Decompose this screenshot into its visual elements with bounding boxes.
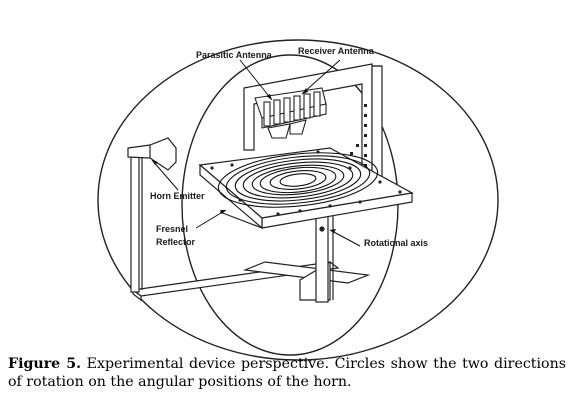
caption-figure-number: Figure 5. xyxy=(8,356,82,372)
label-fresnel-line1: Fresnel xyxy=(156,224,188,234)
outer-rotation-circle xyxy=(97,39,499,361)
antenna-elements xyxy=(263,91,321,127)
label-arrows xyxy=(151,59,361,247)
antenna-array xyxy=(254,87,327,139)
horn-post xyxy=(127,137,177,293)
platform-bolts xyxy=(210,150,402,216)
label-fresnel-line2: Reflector xyxy=(156,237,196,247)
horn-emitter-shape xyxy=(127,137,177,171)
label-horn-emitter: Horn Emitter xyxy=(150,191,205,201)
fresnel-reflector xyxy=(217,152,379,208)
platform xyxy=(198,147,414,230)
figure-caption: Figure 5. Experimental device perspectiv… xyxy=(8,355,566,391)
label-parasitic-antenna: Parasitic Antenna xyxy=(196,50,273,60)
label-rotational-axis: Rotational axis xyxy=(364,238,428,248)
arrow-heads xyxy=(152,88,336,233)
rotational-axis-post xyxy=(315,210,334,303)
label-receiver-antenna: Receiver Antenna xyxy=(298,46,375,56)
caption-text: Experimental device perspective. Circles… xyxy=(8,356,566,390)
